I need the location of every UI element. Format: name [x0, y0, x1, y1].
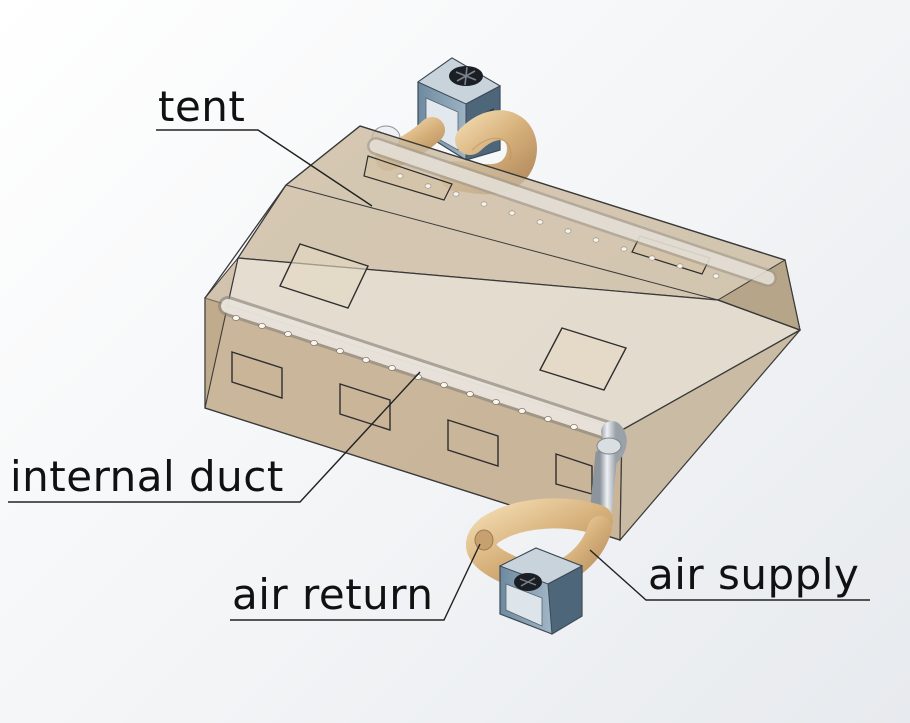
internal-duct-label: internal duct	[10, 452, 284, 501]
fan-icon	[514, 573, 542, 591]
air-supply-label: air supply	[648, 550, 860, 599]
leader-lines	[8, 129, 870, 621]
duct-leader-line	[8, 371, 421, 503]
air-supply-leader-line	[589, 549, 870, 601]
bottom-hvac-unit	[498, 547, 584, 635]
fan-icon	[449, 66, 483, 86]
internal-duct-back	[367, 137, 777, 287]
tent-label: tent	[158, 82, 246, 131]
air-return-label: air return	[232, 570, 434, 619]
air-return-leader-line	[230, 543, 481, 621]
tent-leader-line	[156, 129, 373, 207]
